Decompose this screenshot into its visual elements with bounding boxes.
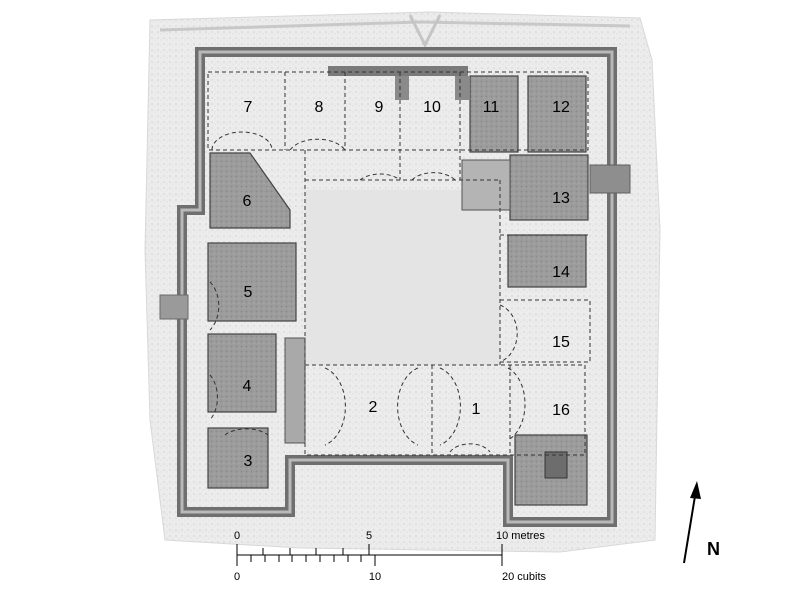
metre-tick-10: 10 metres bbox=[496, 530, 545, 542]
north-arrow-icon bbox=[690, 481, 701, 499]
metre-tick-0: 0 bbox=[234, 530, 240, 542]
room-label-15: 15 bbox=[552, 334, 570, 351]
room-label-4: 4 bbox=[243, 378, 252, 395]
metre-ticks bbox=[262, 544, 370, 555]
scale-bar: 0 5 10 metres 0 10 20 cubits bbox=[234, 530, 547, 583]
room-label-13: 13 bbox=[552, 190, 570, 207]
room-label-14: 14 bbox=[552, 264, 570, 281]
room-label-10: 10 bbox=[423, 99, 441, 116]
metre-tick-5: 5 bbox=[366, 530, 372, 542]
north-arrow: N bbox=[683, 481, 720, 564]
room-label-8: 8 bbox=[315, 99, 324, 116]
room-fills bbox=[207, 75, 589, 506]
cubit-ticks bbox=[250, 555, 376, 566]
cubit-tick-10: 10 bbox=[369, 571, 381, 583]
room-label-7: 7 bbox=[244, 99, 253, 116]
enclosure-walls bbox=[159, 47, 631, 527]
room-labels: 1 2 3 4 5 6 7 8 9 10 11 12 13 14 15 16 bbox=[243, 99, 570, 470]
cubit-tick-20: 20 cubits bbox=[502, 571, 547, 583]
courtyard bbox=[305, 190, 500, 365]
north-label: N bbox=[707, 539, 720, 559]
dashed-outlines bbox=[207, 71, 591, 456]
room-label-3: 3 bbox=[244, 453, 253, 470]
room-label-6: 6 bbox=[243, 193, 252, 210]
room-label-1: 1 bbox=[472, 401, 481, 418]
room-label-16: 16 bbox=[552, 402, 570, 419]
room-label-11: 11 bbox=[483, 99, 500, 116]
room-label-2: 2 bbox=[369, 399, 378, 416]
room-label-12: 12 bbox=[552, 99, 570, 116]
cubit-tick-0: 0 bbox=[234, 571, 240, 583]
room-label-9: 9 bbox=[375, 99, 384, 116]
room-label-5: 5 bbox=[244, 284, 253, 301]
